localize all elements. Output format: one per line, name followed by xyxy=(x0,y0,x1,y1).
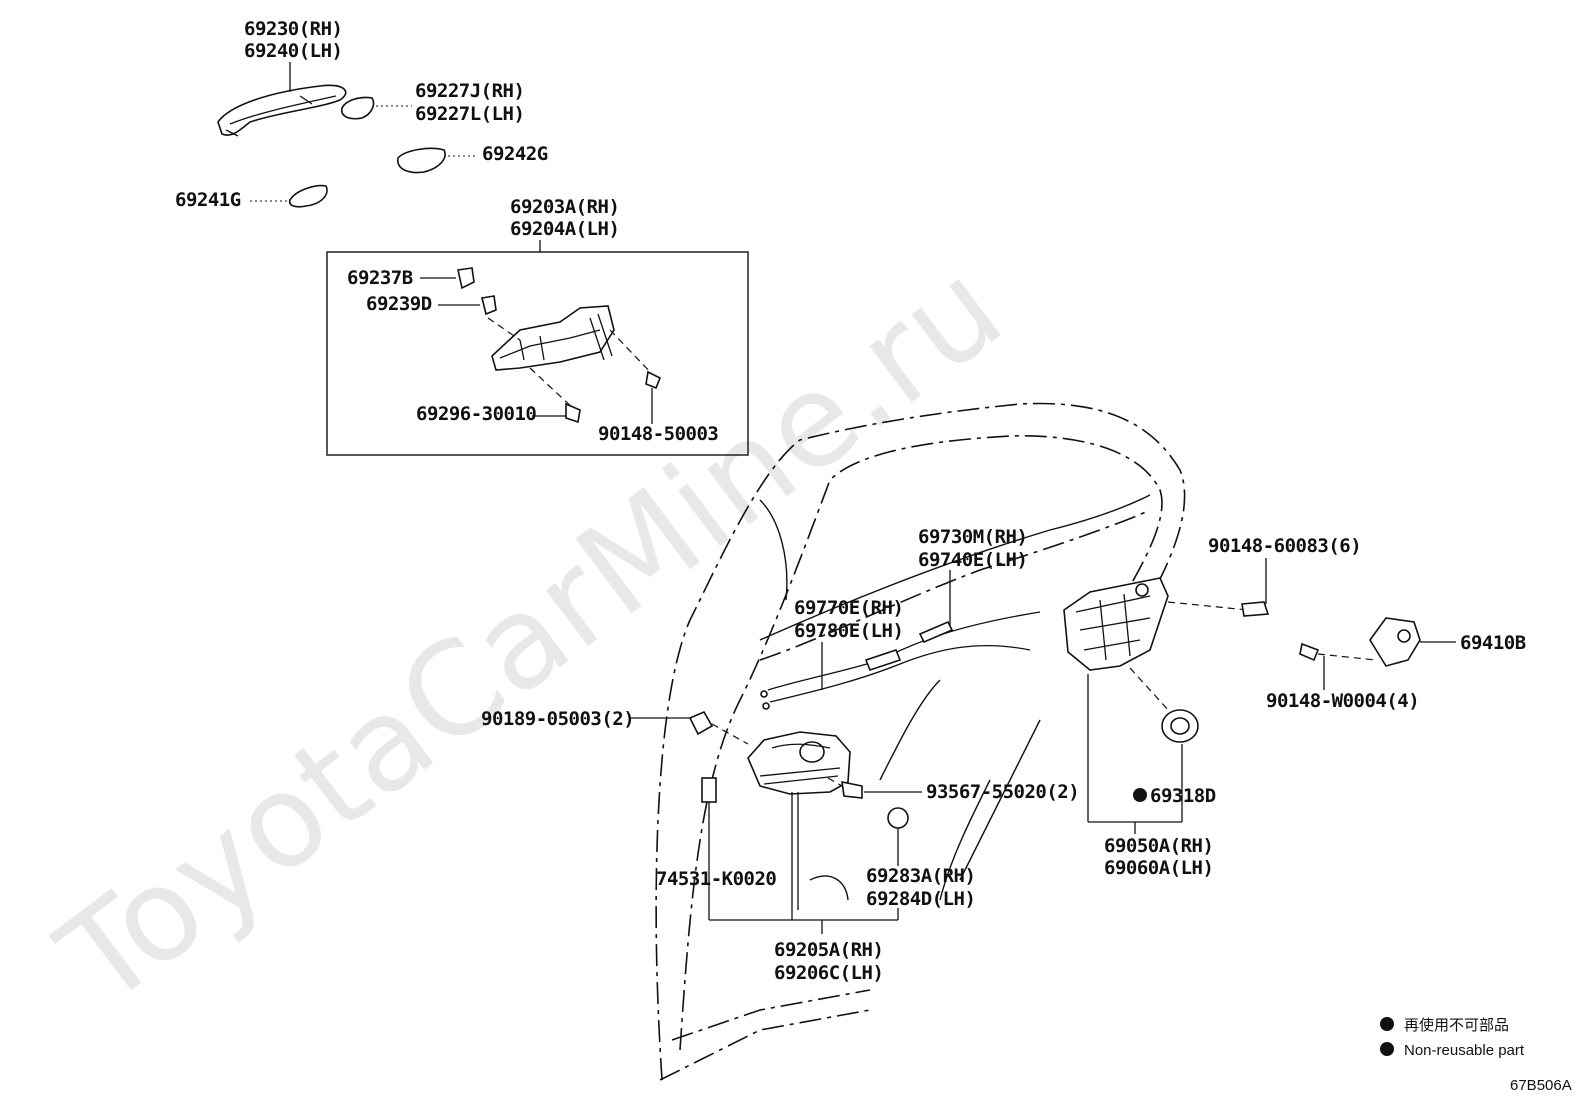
label-93567-55020: 93567-55020(2) xyxy=(926,781,1079,803)
clip-90189-illustration xyxy=(688,710,714,736)
legend: 再使用不可部品 Non-reusable part xyxy=(1380,1017,1525,1059)
label-69227J: 69227J(RH) xyxy=(415,80,524,102)
door-lock-illustration xyxy=(1063,577,1169,671)
inside-handle-illustration xyxy=(747,731,851,795)
cap-69283A-illustration xyxy=(887,807,909,829)
label-69206C: 69206C(LH) xyxy=(774,962,883,984)
cable-illustration xyxy=(760,611,1041,710)
label-69242G: 69242G xyxy=(482,143,548,165)
label-sticker-74531-illustration xyxy=(701,777,717,803)
label-69060A: 69060A(LH) xyxy=(1104,857,1213,879)
label-69410B: 69410B xyxy=(1460,632,1526,654)
cap-69237B-illustration xyxy=(457,267,475,290)
label-69205A: 69205A(RH) xyxy=(774,939,883,961)
label-69296-30010: 69296-30010 xyxy=(416,403,536,425)
label-69730M: 69730M(RH) xyxy=(918,526,1027,548)
figure-code: 67B506A xyxy=(1510,1077,1572,1094)
screw-93567-illustration xyxy=(841,780,863,799)
screw-90148-illustration xyxy=(645,370,662,390)
label-90148-W0004: 90148-W0004(4) xyxy=(1266,690,1419,712)
label-69204A: 69204A(LH) xyxy=(510,218,619,240)
label-69318D: 69318D xyxy=(1150,785,1216,807)
label-90148-60083: 90148-60083(6) xyxy=(1208,535,1361,557)
legend-japanese: 再使用不可部品 xyxy=(1404,1017,1509,1034)
label-69241G: 69241G xyxy=(175,189,241,211)
label-69230: 69230(RH) xyxy=(244,18,342,40)
label-69237B: 69237B xyxy=(347,267,413,289)
label-69283A: 69283A(RH) xyxy=(866,865,975,887)
frame-assembly-box xyxy=(326,251,749,456)
label-90148-50003: 90148-50003 xyxy=(598,423,718,445)
label-69203A: 69203A(RH) xyxy=(510,196,619,218)
label-69780E: 69780E(LH) xyxy=(794,620,903,642)
handle-pad-small-illustration xyxy=(288,184,328,208)
label-69227L: 69227L(LH) xyxy=(415,103,524,125)
non-reusable-marker xyxy=(1133,788,1147,802)
screw-90148-60083-illustration xyxy=(1241,601,1270,617)
handle-frame-illustration xyxy=(491,305,615,371)
grommet-69318D-illustration xyxy=(1161,709,1199,743)
grommet-69239D-illustration xyxy=(481,295,497,316)
screw-90148-W0004-illustration xyxy=(1299,642,1320,662)
legend-marker-en xyxy=(1380,1042,1394,1056)
screw-69296-illustration xyxy=(565,402,581,424)
striker-illustration xyxy=(1369,617,1421,667)
label-69240: 69240(LH) xyxy=(244,40,342,62)
label-69770E: 69770E(RH) xyxy=(794,597,903,619)
legend-marker-jp xyxy=(1380,1017,1394,1031)
label-74531-K0020: 74531-K0020 xyxy=(656,868,776,890)
label-69050A: 69050A(RH) xyxy=(1104,835,1213,857)
outside-handle-illustration xyxy=(217,84,347,137)
label-69239D: 69239D xyxy=(366,293,432,315)
label-69284D: 69284D(LH) xyxy=(866,888,975,910)
legend-english: Non-reusable part xyxy=(1404,1042,1525,1059)
label-69740E: 69740E(LH) xyxy=(918,549,1027,571)
handle-pad-illustration xyxy=(397,147,446,174)
handle-cap-illustration xyxy=(341,96,375,120)
label-90189-05003: 90189-05003(2) xyxy=(481,708,634,730)
